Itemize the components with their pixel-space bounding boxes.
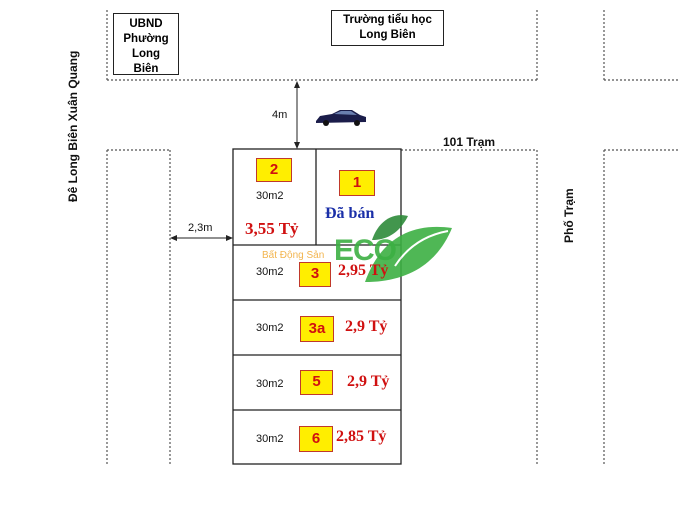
lot-2-price: 3,55 Tỷ: [245, 219, 299, 238]
lot-5-area: 30m2: [256, 378, 284, 390]
road-width-arrow: [294, 81, 300, 149]
lot-1-status: Đã bán: [325, 205, 375, 222]
eco-logo-text: ECO: [334, 234, 397, 267]
lot-3-area: 30m2: [256, 266, 284, 278]
eco-leaf-icon: [365, 215, 452, 282]
alley-width-arrow: [170, 235, 233, 241]
street-top-label: 101 Trạm: [443, 135, 496, 149]
lot-2-area: 30m2: [256, 190, 284, 202]
road-edges: [106, 10, 680, 465]
road-width-label: 4m: [272, 109, 288, 121]
street-left-label: Đê Long Biên Xuân Quang: [66, 50, 80, 202]
lot-6-area: 30m2: [256, 433, 284, 445]
lot-3-price: 2,95 Tỷ: [338, 262, 389, 279]
lot-6-price: 2,85 Tỷ: [336, 428, 387, 445]
eco-logo-subtitle: Bất Động Sản: [262, 250, 325, 261]
lot-6-badge: 6: [299, 426, 333, 452]
lot-3a-badge: 3a: [300, 316, 334, 342]
lot-3a-price: 2,9 Tỷ: [345, 318, 388, 335]
lot-3-badge: 3: [299, 262, 331, 287]
lot-1-badge: 1: [339, 170, 375, 196]
alley-width-label: 2,3m: [188, 222, 213, 234]
school-building: Trường tiểu học Long Biên: [331, 10, 444, 46]
car-icon: [316, 110, 366, 126]
lot-3a-area: 30m2: [256, 322, 284, 334]
lot-outlines: [232, 148, 402, 465]
lot-5-badge: 5: [300, 370, 333, 395]
street-right-label: Phố Trạm: [562, 188, 576, 243]
lot-2-badge: 2: [256, 158, 292, 182]
school-label: Trường tiểu học Long Biên: [343, 14, 432, 41]
ubnd-label: UBND Phường Long Biên: [123, 18, 169, 75]
lot-5-price: 2,9 Tỷ: [347, 373, 390, 390]
ubnd-building: UBND Phường Long Biên: [113, 13, 179, 75]
lot-block-border: [232, 148, 402, 465]
